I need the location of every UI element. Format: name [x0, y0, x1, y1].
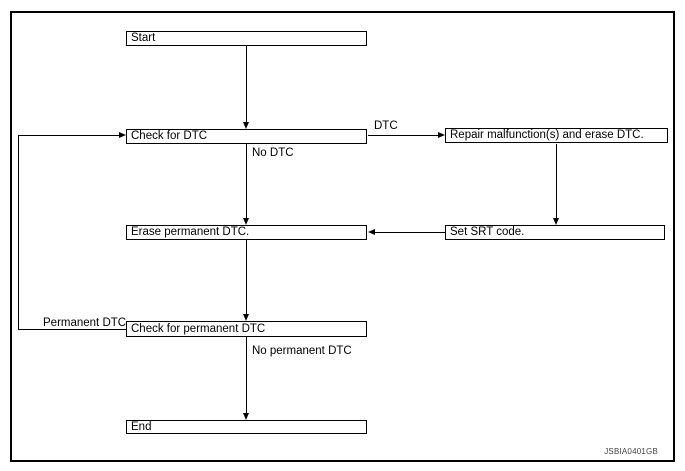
arrowhead-down-icon — [553, 218, 559, 225]
edge-label-no-dtc: No DTC — [252, 147, 294, 159]
arrowhead-down-icon — [243, 314, 249, 321]
edge-label-no-permanent-dtc: No permanent DTC — [252, 345, 352, 357]
node-check-for-dtc: Check for DTC — [126, 129, 367, 144]
node-set-srt-code: Set SRT code. — [445, 225, 665, 240]
node-repair-and-erase-dtc: Repair malfunction(s) and erase DTC. — [445, 128, 668, 143]
node-end: End — [126, 420, 367, 434]
arrowhead-down-icon — [243, 122, 249, 129]
connector-check-dtc-to-repair — [368, 135, 438, 136]
arrowhead-down-icon — [243, 413, 249, 420]
figure-id: JSBIA0401GB — [604, 447, 658, 456]
edge-label-dtc: DTC — [374, 120, 398, 132]
node-check-for-permanent-dtc: Check for permanent DTC — [126, 321, 367, 337]
connector-permanent-loop-vertical — [18, 135, 19, 330]
edge-label-permanent-dtc: Permanent DTC — [43, 317, 127, 329]
connector-permanent-loop-top — [18, 135, 119, 136]
connector-set-srt-to-erase-permanent — [375, 232, 445, 233]
diagram-border — [10, 11, 675, 462]
node-erase-permanent-dtc: Erase permanent DTC. — [126, 225, 367, 240]
connector-repair-to-set-srt — [556, 144, 557, 218]
arrowhead-right-icon — [438, 132, 445, 138]
connector-erase-permanent-to-check-permanent — [246, 240, 247, 314]
node-start: Start — [126, 31, 367, 46]
arrowhead-right-icon — [119, 132, 126, 138]
connector-check-dtc-to-erase-permanent — [246, 144, 247, 218]
connector-check-permanent-to-end — [246, 337, 247, 413]
arrowhead-left-icon — [368, 229, 375, 235]
connector-permanent-loop-bottom — [18, 329, 126, 330]
arrowhead-down-icon — [243, 218, 249, 225]
connector-start-to-check-dtc — [246, 46, 247, 123]
